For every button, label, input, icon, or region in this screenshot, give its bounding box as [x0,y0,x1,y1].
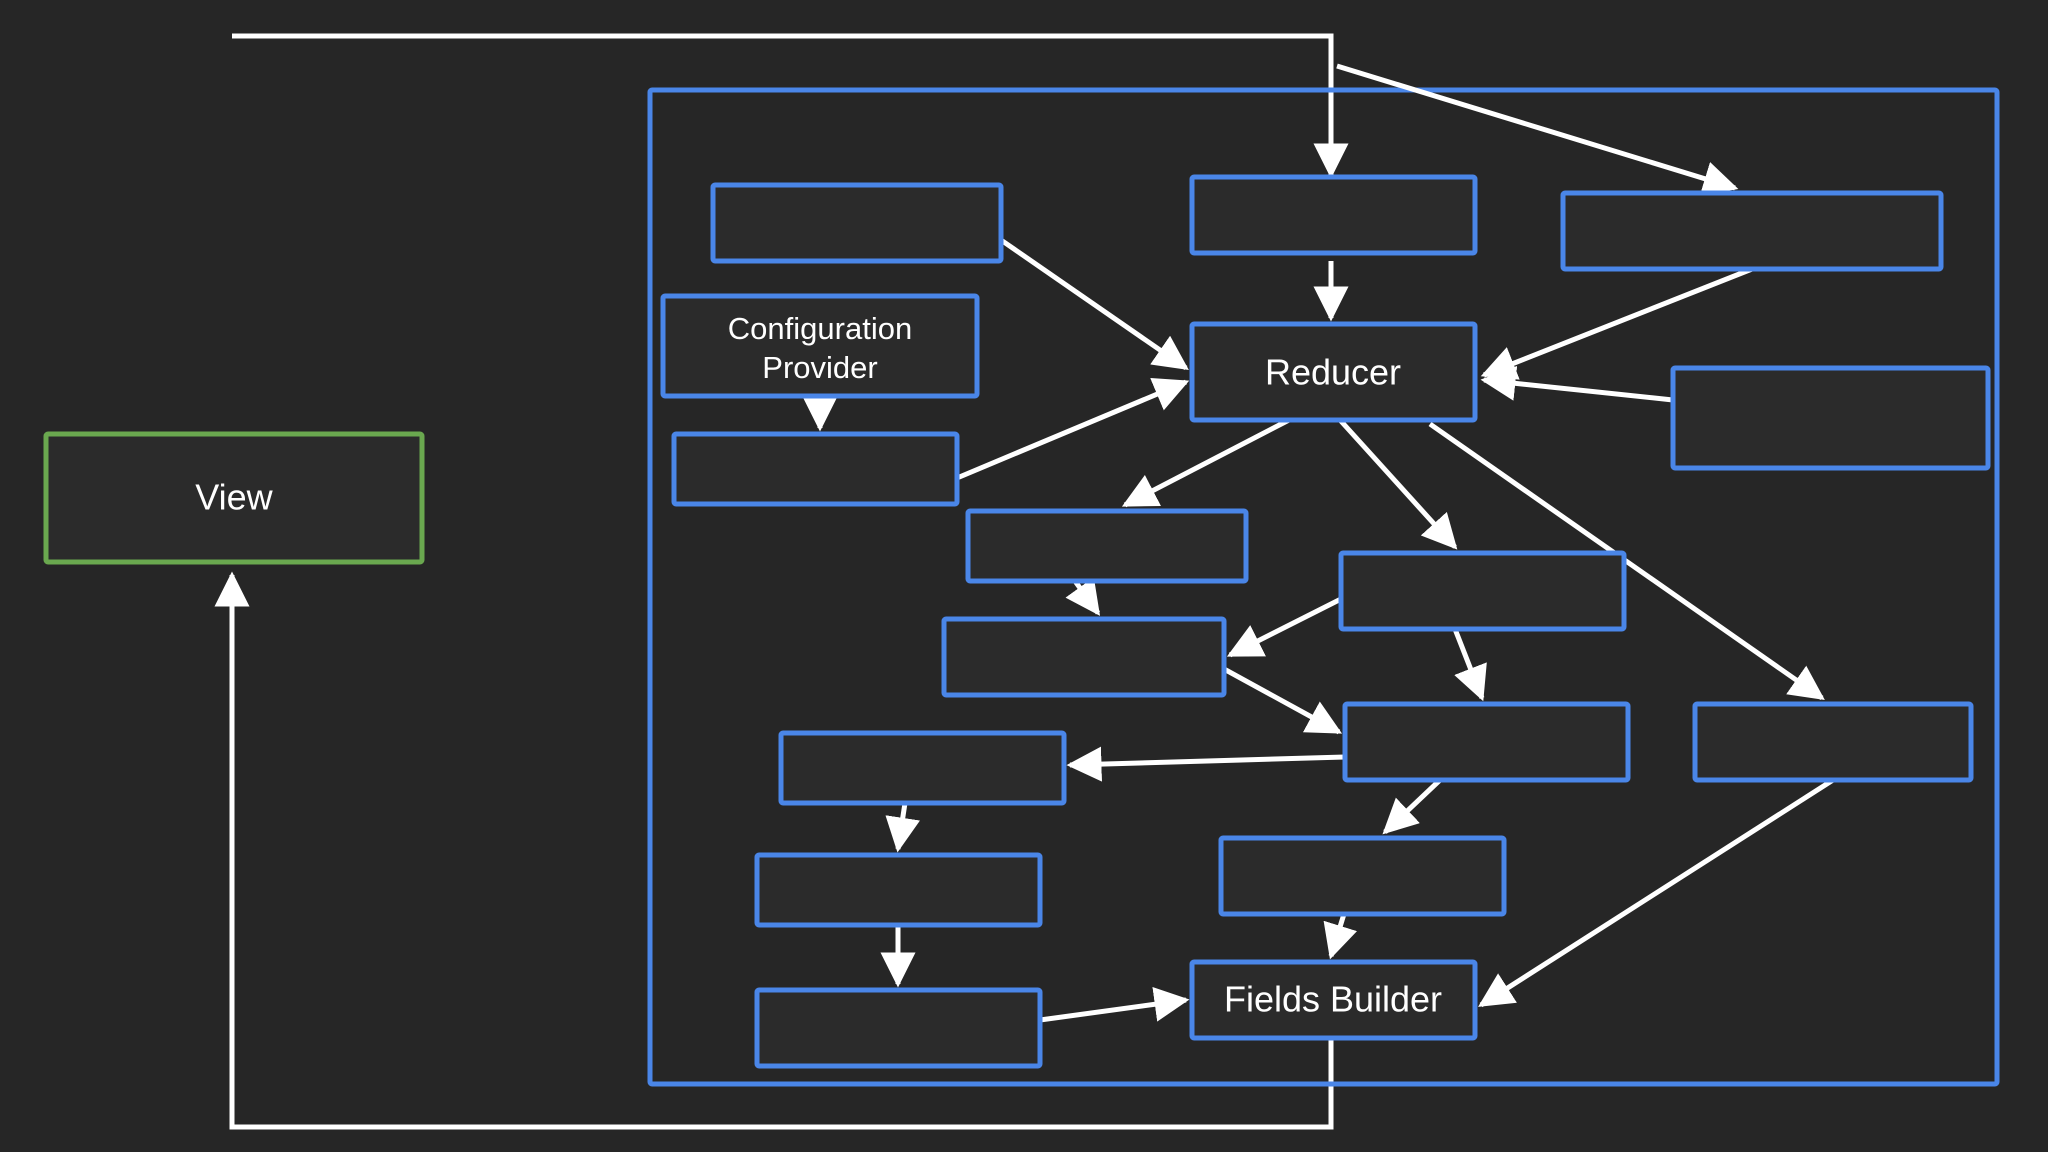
node-j-box[interactable] [1692,701,1974,783]
edge-node-a-to-reducer [999,237,1189,371]
node-b-box[interactable] [1189,174,1478,256]
edge-node-g-to-node-h [1226,596,1343,658]
node-i-box[interactable] [1342,701,1631,783]
edge-node-g-to-node-i [1452,628,1487,702]
edge-node-e-to-reducer [956,378,1190,481]
node-i[interactable] [1342,701,1631,783]
edge-node-k-to-node-m [885,802,921,853]
node-e[interactable] [671,431,960,507]
node-g[interactable] [1338,550,1627,632]
node-n[interactable] [754,987,1043,1069]
node-view-label: View [195,477,273,518]
node-m[interactable] [754,852,1043,928]
edge-reducer-to-node-g [1338,418,1458,550]
edge-node-j-to-fields-builder [1478,777,1835,1008]
node-fields-builder[interactable]: Fields Builder [1189,959,1478,1041]
node-a[interactable] [710,182,1004,264]
node-c[interactable] [1560,190,1944,272]
node-c-box[interactable] [1560,190,1944,272]
pipeline-container [647,87,2000,1087]
node-f[interactable] [965,508,1249,584]
edge-node-d-to-reducer [1480,365,1674,403]
node-k-box[interactable] [778,730,1067,806]
node-a-box[interactable] [710,182,1004,264]
node-reducer[interactable]: Reducer [1189,321,1478,423]
node-d-box[interactable] [1670,365,1991,471]
node-l-box[interactable] [1218,835,1507,917]
node-fields-builder-box[interactable] [1189,959,1478,1041]
node-k[interactable] [778,730,1067,806]
edge-node-i-to-node-l [1382,778,1442,835]
edge-node-i-to-node-k [1066,746,1346,782]
edge-node-l-to-fields-builder [1323,913,1358,960]
edge-node-h-to-node-i [1222,666,1343,735]
node-configuration-provider-box[interactable] [660,293,980,399]
node-n-box[interactable] [754,987,1043,1069]
node-reducer-label: Reducer [1265,352,1401,393]
node-view-box[interactable] [43,431,425,565]
node-fields-builder-label: Fields Builder [1224,979,1442,1020]
edge-reducer-to-node-f [1121,417,1291,508]
node-e-box[interactable] [671,431,960,507]
node-view[interactable]: View [43,431,425,565]
feedback-top-path [232,33,1349,179]
node-f-box[interactable] [965,508,1249,584]
node-g-box[interactable] [1338,550,1627,632]
node-b[interactable] [1189,174,1478,256]
edge-loop-to-node-c [1336,63,1739,196]
node-configuration-provider-label-line1: Configuration [728,311,912,346]
node-configuration-provider[interactable]: Configuration Provider [660,293,980,399]
node-d[interactable] [1670,365,1991,471]
node-j[interactable] [1692,701,1974,783]
node-reducer-box[interactable] [1189,321,1478,423]
node-h[interactable] [941,616,1227,698]
node-h-box[interactable] [941,616,1227,698]
node-l[interactable] [1218,835,1507,917]
edge-node-c-to-reducer [1480,266,1753,380]
node-configuration-provider-label-line2: Provider [762,350,877,385]
edge-node-f-to-node-h [1065,577,1101,616]
edge-node-n-to-fields-builder [1039,986,1190,1023]
nodes-layer: View Configuration Provider R [43,174,1991,1069]
node-m-box[interactable] [754,852,1043,928]
